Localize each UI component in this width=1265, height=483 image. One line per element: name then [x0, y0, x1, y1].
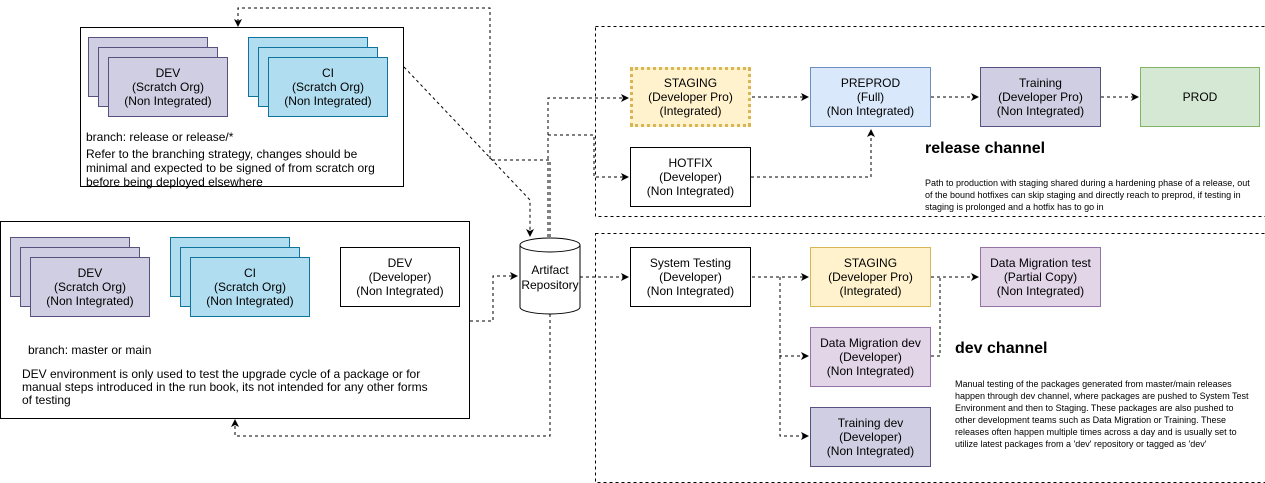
dev-data-migration-dev-box[interactable]: Data Migration dev (Developer) (Non Inte… — [810, 327, 931, 387]
link-system-testing-to-data-migration-dev — [779, 277, 809, 360]
release-dev-scratch-org-box[interactable]: DEV (Scratch Org) (Non Integrated) — [108, 57, 228, 117]
release-training-box[interactable]: Training (Developer Pro) (Non Integrated… — [980, 67, 1101, 127]
dev-training-dev-box[interactable]: Training dev (Developer) (Non Integrated… — [810, 407, 931, 467]
dev-staging-box[interactable]: STAGING (Developer Pro) (Integrated) — [810, 247, 931, 307]
link-artifact-to-hotfix — [548, 134, 629, 181]
dev-dev-scratch-org-box[interactable]: DEV (Scratch Org) (Non Integrated) — [30, 257, 150, 317]
dev-developer-box[interactable]: DEV (Developer) (Non Integrated) — [340, 247, 460, 307]
dev-ci-scratch-org-box[interactable]: CI (Scratch Org) (Non Integrated) — [190, 257, 310, 317]
release-channel-description: Path to production with staging shared d… — [925, 178, 1250, 212]
link-hotfix-to-preprod — [751, 129, 875, 178]
link-dev-source-to-artifact — [470, 272, 518, 322]
release-ci-scratch-org-box[interactable]: CI (Scratch Org) (Non Integrated) — [268, 57, 388, 117]
release-staging-box[interactable]: STAGING (Developer Pro) (Integrated) — [630, 67, 751, 127]
artifact-repository-cylinder — [519, 237, 581, 315]
link-data-migration-dev-to-test — [931, 277, 941, 357]
dev-source-container — [0, 221, 470, 419]
link-artifact-to-dev-source — [231, 314, 551, 437]
dev-channel-description: Manual testing of the packages generated… — [955, 379, 1249, 449]
release-source-note: Refer to the branching strategy, changes… — [86, 147, 375, 189]
link-artifact-to-release-source — [234, 7, 551, 237]
link-system-testing-to-training-dev — [779, 350, 809, 440]
dev-channel-title: dev channel — [955, 340, 1048, 357]
release-source-container — [80, 27, 404, 187]
release-preprod-box[interactable]: PREPROD (Full) (Non Integrated) — [810, 67, 931, 127]
link-release-source-to-artifact — [403, 66, 534, 237]
release-branch-label: branch: release or release/* — [86, 130, 234, 144]
release-prod-box[interactable]: PROD — [1140, 67, 1260, 127]
dev-source-note: DEV environment is only used to test the… — [22, 367, 428, 407]
dev-branch-label: branch: master or main — [28, 343, 152, 357]
dev-data-migration-test-box[interactable]: Data Migration test (Partial Copy) (Non … — [980, 247, 1101, 307]
release-hotfix-box[interactable]: HOTFIX (Developer) (Non Integrated) — [630, 147, 751, 207]
artifact-repository-label[interactable]: Artifact Repository — [521, 263, 579, 292]
dev-system-testing-box[interactable]: System Testing (Developer) (Non Integrat… — [630, 247, 751, 307]
link-artifact-to-staging — [547, 94, 629, 237]
release-channel-frame — [595, 26, 1265, 217]
release-channel-title: release channel — [925, 140, 1046, 157]
